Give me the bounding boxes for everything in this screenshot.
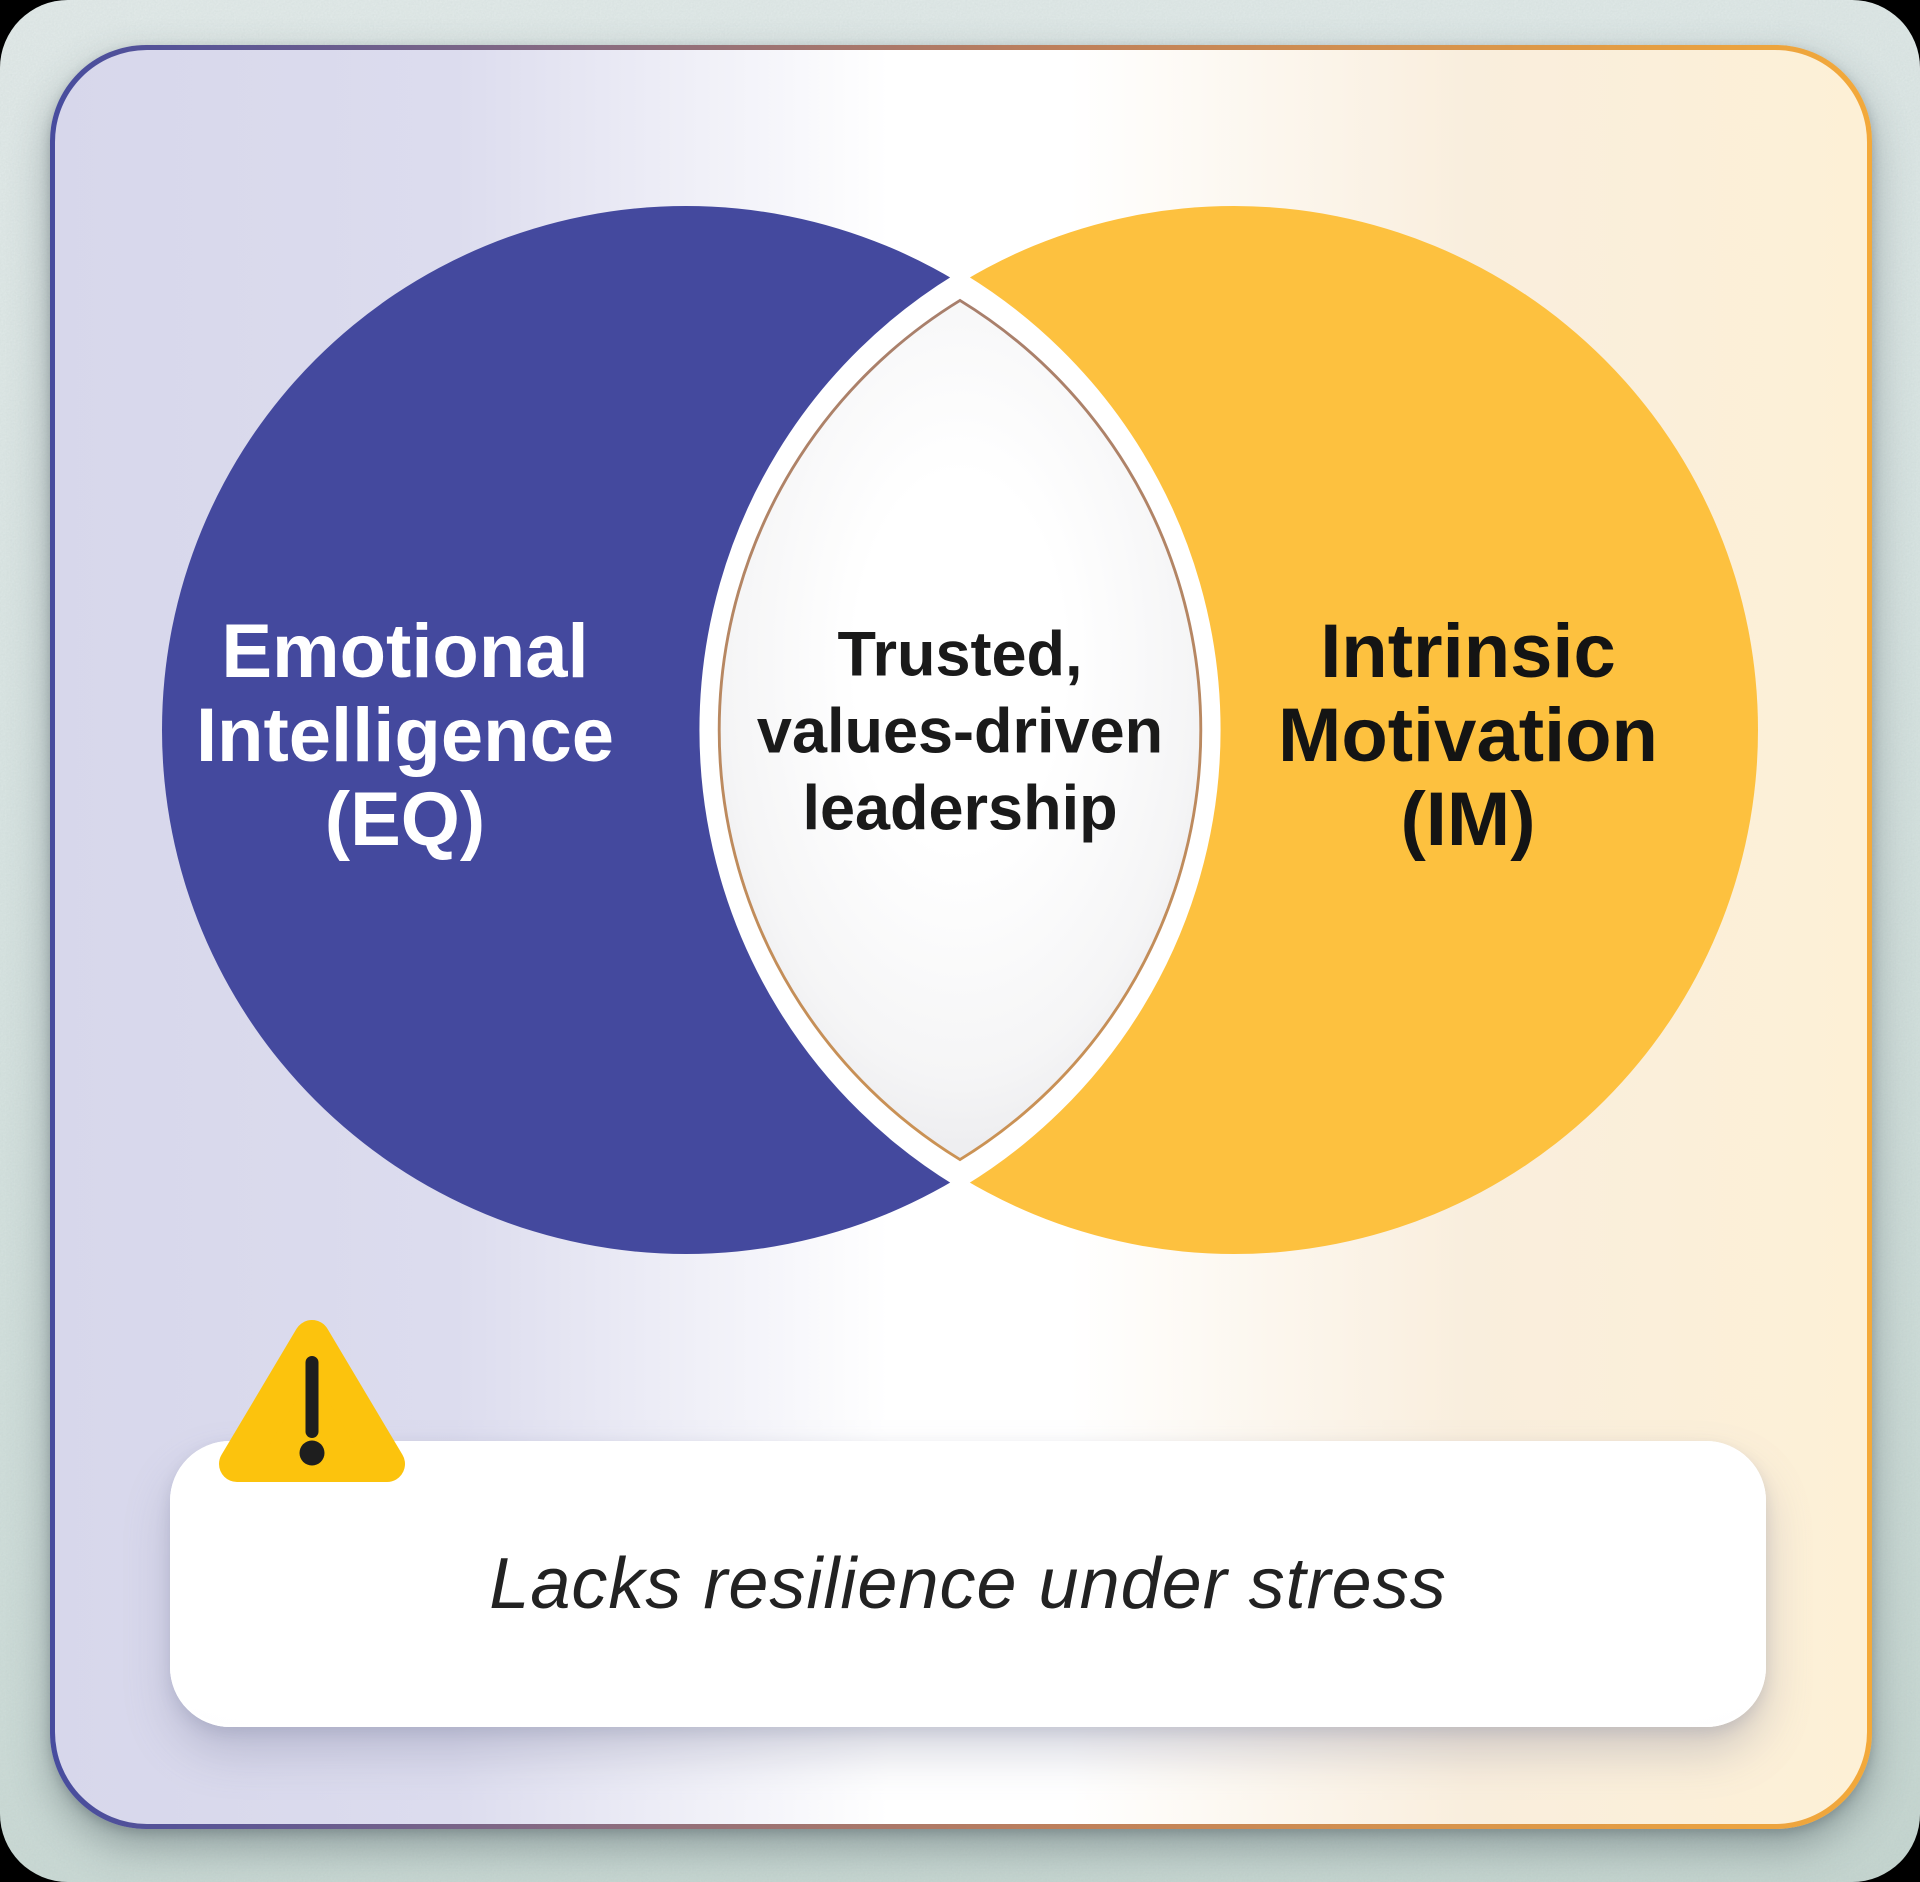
right-circle-label-line2: Motivation (1278, 693, 1658, 778)
exclamation-dot (299, 1440, 325, 1466)
callout-box: Lacks resilience under stress (170, 1441, 1766, 1727)
right-circle-label-line3: (IM) (1400, 777, 1536, 862)
left-circle-label-line3: (EQ) (324, 777, 486, 862)
overlap-label: Trusted, values-driven leadership (757, 617, 1163, 848)
warning-triangle-icon (219, 1320, 405, 1482)
left-circle-label-line2: Intelligence (195, 693, 615, 778)
right-circle-label: Intrinsic Motivation (IM) (1278, 610, 1658, 862)
left-circle-label: Emotional Intelligence (EQ) (196, 610, 614, 862)
overlap-label-line1: Trusted, (837, 619, 1083, 690)
callout-text: Lacks resilience under stress (489, 1544, 1447, 1624)
overlap-label-line3: leadership (802, 773, 1118, 844)
overlap-label-line2: values-driven (756, 696, 1164, 767)
right-circle-label-line1: Intrinsic (1320, 609, 1616, 694)
exclamation-bar (305, 1356, 319, 1438)
left-circle-label-line1: Emotional (221, 609, 589, 694)
